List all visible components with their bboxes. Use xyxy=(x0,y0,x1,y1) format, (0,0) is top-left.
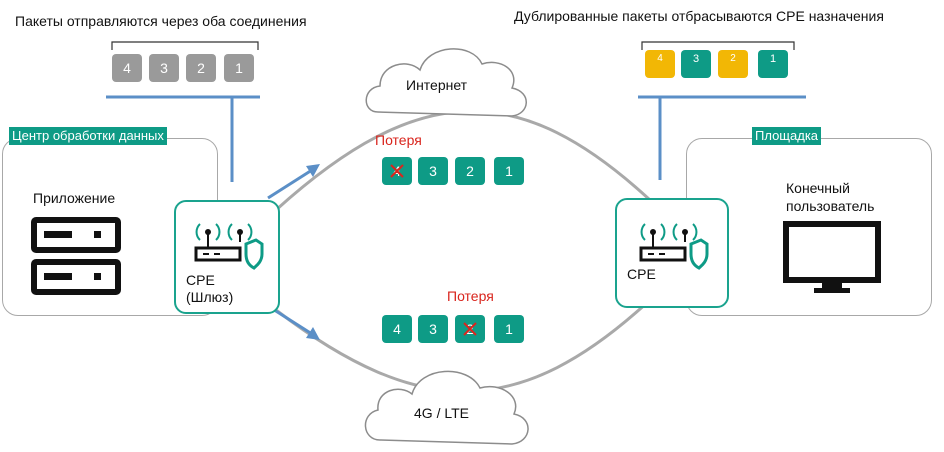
datacenter-label: Центр обработки данных xyxy=(9,127,167,145)
cpe-gateway-sublabel: (Шлюз) xyxy=(186,289,234,305)
dest-packet-1: 1 xyxy=(758,50,788,78)
source-packet-4: 4 xyxy=(112,54,142,82)
internet-packet-1: 1 xyxy=(494,157,524,185)
cpe-gateway-label: CPE xyxy=(186,272,215,288)
dest-packet-2-duplicate: 2 xyxy=(718,50,748,78)
lte-packet-3: 3 xyxy=(418,315,448,343)
cpe-destination-label: CPE xyxy=(627,266,656,282)
dest-packet-3: 3 xyxy=(681,50,711,78)
server-icon xyxy=(31,217,121,295)
internet-cloud-label: Интернет xyxy=(406,77,468,93)
source-packet-1: 1 xyxy=(224,54,254,82)
lte-cloud xyxy=(364,370,529,445)
end-user-label: Конечный xyxy=(786,180,850,196)
lost-cross-icon xyxy=(390,164,404,178)
monitor-icon xyxy=(783,221,881,293)
lost-cross-icon xyxy=(463,322,477,336)
source-packet-3: 3 xyxy=(149,54,179,82)
internet-packet-3: 3 xyxy=(418,157,448,185)
lte-packet-2-lost: 2 xyxy=(455,315,485,343)
internet-cloud xyxy=(365,48,527,117)
dest-packet-4-duplicate: 4 xyxy=(645,50,675,78)
lte-cloud-label: 4G / LTE xyxy=(414,405,469,421)
app-label: Приложение xyxy=(33,190,116,206)
cpe-gateway: CPE (Шлюз) xyxy=(174,200,280,314)
internet-packet-4-lost: 4 xyxy=(382,157,412,185)
lte-packet-1: 1 xyxy=(494,315,524,343)
site-label: Площадка xyxy=(752,127,822,145)
router-shield-icon xyxy=(194,223,264,270)
router-shield-icon xyxy=(639,223,709,270)
internet-loss-label: Потеря xyxy=(375,132,422,148)
end-user-sublabel: пользователь xyxy=(786,198,875,214)
caption-send-both: Пакеты отправляются через оба соединения xyxy=(15,13,307,29)
source-packet-2: 2 xyxy=(186,54,216,82)
lte-packet-4: 4 xyxy=(382,315,412,343)
lte-loss-label: Потеря xyxy=(447,288,494,304)
internet-packet-2: 2 xyxy=(455,157,485,185)
cpe-destination: CPE xyxy=(615,198,729,308)
caption-duplicates-dropped: Дублированные пакеты отбрасываются CPE н… xyxy=(514,8,884,24)
